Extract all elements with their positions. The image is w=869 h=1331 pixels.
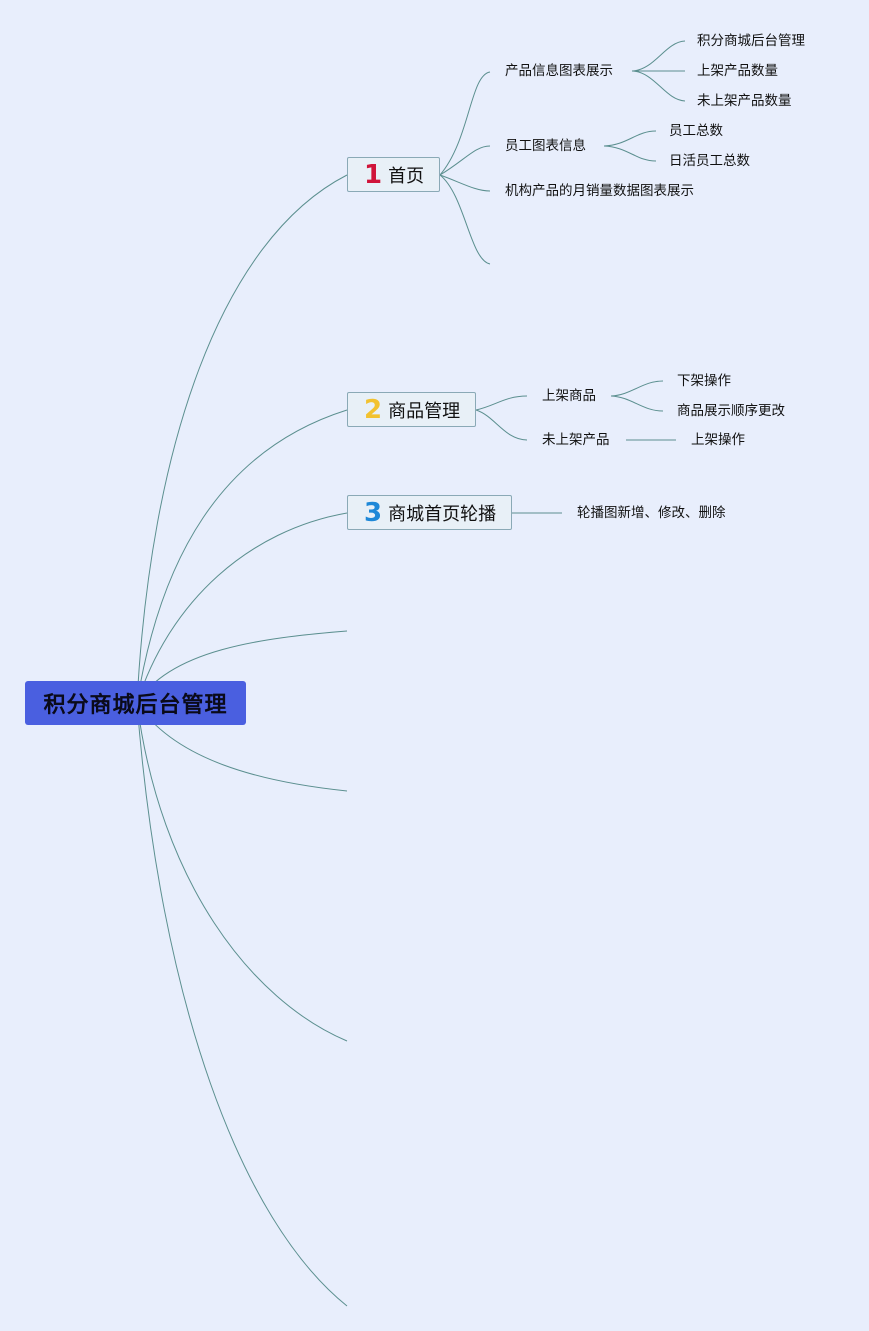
- connector-b2-c1: [475, 395, 528, 411]
- number-badge-1: 1: [364, 159, 383, 190]
- connector-b1-c1-g1: [631, 40, 686, 72]
- topic-daily-active-employees[interactable]: 日活员工总数: [669, 153, 750, 169]
- topic-total-employees[interactable]: 员工总数: [669, 123, 723, 139]
- connector-root-branch-1: [136, 174, 348, 704]
- root-label: 积分商城后台管理: [43, 693, 228, 718]
- connector-root-branch-2: [136, 409, 348, 704]
- branch-node-product-management[interactable]: 2 商品管理: [347, 392, 476, 427]
- connector-b1-c2: [439, 145, 491, 176]
- connector-b1-c4: [439, 174, 491, 265]
- connector-root-empty-4: [136, 702, 348, 1307]
- number-badge-3: 3: [364, 497, 383, 528]
- connector-b2-c1-g1: [610, 380, 664, 397]
- branch-node-home-carousel[interactable]: 3 商城首页轮播: [347, 495, 512, 530]
- topic-monthly-sales-charts[interactable]: 机构产品的月销量数据图表展示: [505, 183, 694, 199]
- connector-b2-c2: [475, 409, 528, 441]
- topic-list-operation[interactable]: 上架操作: [691, 432, 745, 448]
- topic-listed-product-count[interactable]: 上架产品数量: [697, 63, 778, 79]
- connector-b1-c1-g3: [631, 70, 686, 102]
- connector-b1-c2-g1: [603, 130, 657, 147]
- branch-label: 首页: [388, 165, 425, 187]
- number-badge-2: 2: [364, 394, 383, 425]
- branch-label: 商城首页轮播: [388, 503, 497, 525]
- connector-b1-c2-g2: [603, 145, 657, 162]
- branch-node-home[interactable]: 1 首页: [347, 157, 440, 192]
- topic-delist-operation[interactable]: 下架操作: [677, 373, 731, 389]
- topic-carousel-crud[interactable]: 轮播图新增、修改、删除: [577, 505, 726, 521]
- topic-listed-products[interactable]: 上架商品: [542, 388, 596, 404]
- connector-b1-c1: [439, 71, 491, 176]
- topic-unlisted-product-count[interactable]: 未上架产品数量: [697, 93, 792, 109]
- connector-b1-c3: [439, 174, 491, 192]
- topic-product-info-charts[interactable]: 产品信息图表展示: [505, 63, 613, 79]
- branch-label: 商品管理: [388, 400, 461, 422]
- topic-display-order-change[interactable]: 商品展示顺序更改: [677, 403, 785, 419]
- root-node[interactable]: 积分商城后台管理: [25, 681, 246, 725]
- connector-root-empty-3: [136, 702, 348, 1042]
- topic-points-mall-admin[interactable]: 积分商城后台管理: [697, 33, 805, 49]
- connector-b2-c1-g2: [610, 395, 664, 412]
- topic-unlisted-products[interactable]: 未上架产品: [542, 432, 610, 448]
- topic-employee-charts[interactable]: 员工图表信息: [505, 138, 586, 154]
- connector-root-branch-3: [136, 512, 348, 704]
